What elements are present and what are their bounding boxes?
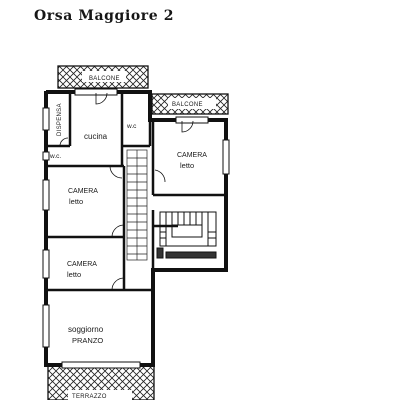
label-soggiorno: soggiorno	[68, 325, 104, 334]
terrazzo	[47, 364, 155, 400]
label-balcone-right: BALCONE	[172, 102, 203, 108]
label-balcone-top: BALCONE	[89, 76, 120, 82]
stairwell	[156, 211, 217, 259]
label-wc-top: w.c	[126, 123, 137, 130]
label-wc-left: w.c.	[49, 153, 61, 160]
corridor-steps	[126, 149, 148, 261]
door-swings	[59, 92, 194, 291]
label-camera-right: CAMERA	[177, 152, 207, 159]
label-letto-mid: letto	[69, 197, 83, 206]
plan-title: Orsa Maggiore 2	[34, 8, 175, 24]
label-cucina: cucina	[84, 132, 108, 141]
balcone-top	[57, 65, 149, 89]
label-terrazzo: TERRAZZO	[72, 394, 107, 400]
outer-walls	[44, 90, 228, 367]
label-camera-low: CAMERA	[67, 261, 97, 268]
label-letto-right: letto	[180, 161, 194, 170]
label-camera-mid: CAMERA	[68, 188, 98, 195]
label-dispensa: DISPENSA	[57, 103, 63, 136]
label-pranzo: PRANZO	[72, 336, 103, 345]
label-letto-low: letto	[67, 270, 81, 279]
interior-walls	[46, 94, 226, 292]
